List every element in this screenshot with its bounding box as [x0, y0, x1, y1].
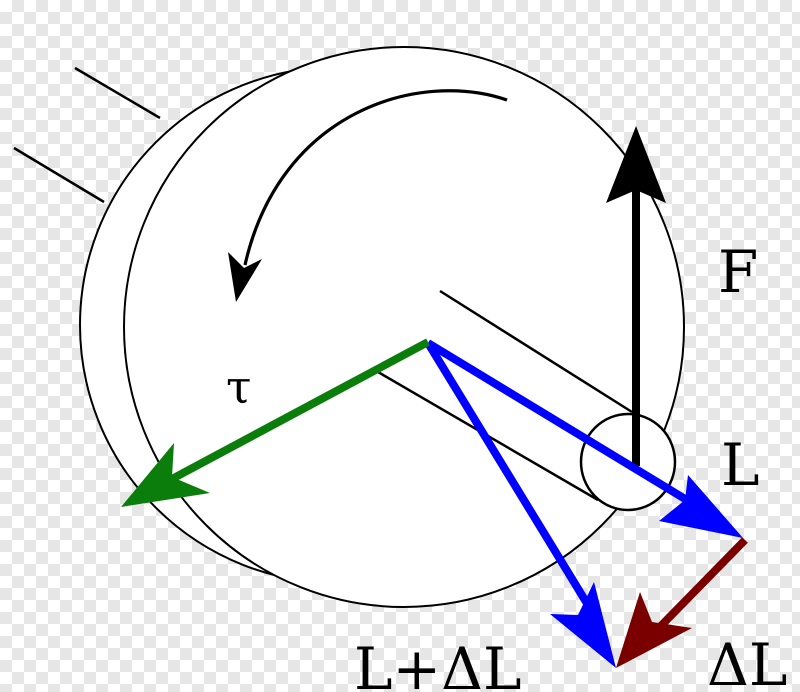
delta-momentum-arrow-shaft	[647, 537, 748, 640]
momentum-arrow-shaft	[425, 339, 703, 512]
torque-arrow-shaft	[168, 338, 430, 484]
momentum-arrow-head	[659, 475, 743, 538]
new-momentum-arrow-shaft	[424, 340, 595, 613]
mount-line-lower	[13, 146, 105, 204]
angular-momentum-label: L	[721, 431, 760, 499]
delta-momentum-arrow-head	[616, 592, 692, 668]
force-arrow-head	[606, 126, 666, 203]
delta-momentum-label: ΔL	[707, 631, 787, 692]
rotation-arrow-head	[228, 252, 262, 302]
new-momentum-arrow-head	[550, 582, 616, 668]
wheel-front-face	[123, 46, 685, 608]
torque-arrow-head	[121, 443, 210, 507]
new-momentum-label: L+ΔL	[354, 635, 522, 692]
mount-line-upper	[74, 66, 161, 120]
rotation-arrow	[243, 89, 508, 266]
axle-top-edge	[439, 289, 633, 414]
force-label: F	[718, 238, 758, 306]
torque-label: τ	[226, 360, 251, 414]
